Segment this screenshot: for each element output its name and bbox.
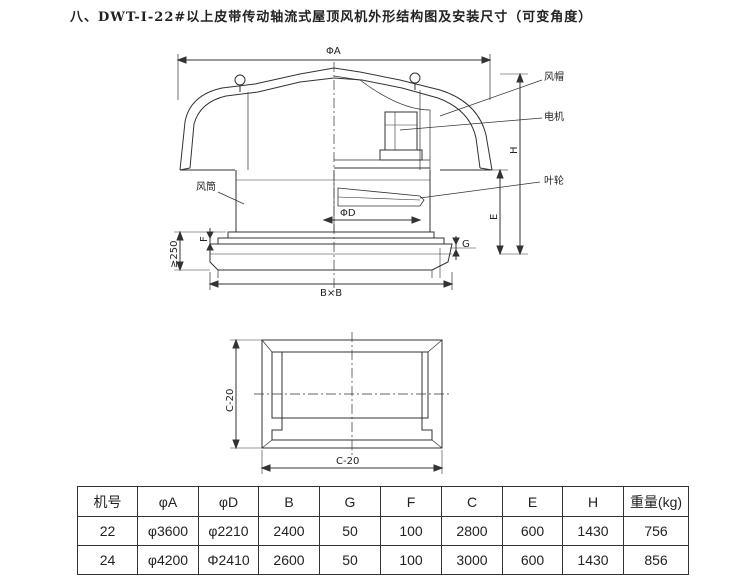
table-row: 24 φ4200 Φ2410 2600 50 100 3000 600 1430… [77, 545, 689, 575]
dim-h: H [509, 146, 520, 154]
dim-b-x-b: B×B [320, 288, 342, 299]
table-cell: 100 [380, 545, 442, 575]
table-cell: 22 [77, 516, 138, 546]
dim-f: F [199, 236, 210, 242]
col-header: C [441, 486, 503, 517]
plan-dim-c-20-bottom: C-20 [336, 456, 359, 467]
dim-phi-d: ΦD [340, 208, 356, 219]
callout-motor: 电机 [544, 110, 564, 123]
col-header: F [380, 486, 442, 517]
table-header-row: 机号 φA φD B G F C E H 重量(kg) [77, 486, 689, 517]
table-cell: 24 [77, 545, 138, 575]
table-cell: 1430 [562, 545, 624, 575]
figure-title: 八、DWT-Ⅰ-22#以上皮带传动轴流式屋顶风机外形结构图及安装尺寸（可变角度） [70, 10, 593, 25]
col-header: E [502, 486, 563, 517]
table-cell: 50 [319, 516, 381, 546]
col-header: G [319, 486, 381, 517]
dim-phi-a: ΦA [326, 46, 341, 57]
spec-table: 机号 φA φD B G F C E H 重量(kg) 22 φ3600 φ22… [77, 486, 689, 575]
callout-duct: 风筒 [196, 180, 216, 193]
col-header: 重量(kg) [623, 486, 689, 517]
table-cell: 100 [380, 516, 442, 546]
table-cell: 1430 [562, 516, 624, 546]
table-cell: 50 [319, 545, 381, 575]
col-header: B [258, 486, 320, 517]
dim-g: G [462, 239, 470, 250]
col-header: φA [137, 486, 199, 517]
col-header: 机号 [77, 486, 138, 517]
dim-e: E [489, 214, 500, 220]
table-cell: 756 [623, 516, 689, 546]
table-cell: 856 [623, 545, 689, 575]
table-cell: φ4200 [137, 545, 199, 575]
plan-view [230, 332, 450, 474]
table-cell: 2600 [258, 545, 320, 575]
callout-impeller: 叶轮 [544, 174, 564, 187]
table-cell: φ3600 [137, 516, 199, 546]
table-cell: 3000 [441, 545, 503, 575]
technical-drawing: ΦA ΦD B×B H E F G ≥250 风帽 电机 叶轮 风筒 C-20 … [169, 46, 564, 474]
table-cell: 2400 [258, 516, 320, 546]
callout-hood: 风帽 [544, 70, 564, 83]
col-header: φD [198, 486, 259, 517]
table-cell: φ2210 [198, 516, 259, 546]
table-row: 22 φ3600 φ2210 2400 50 100 2800 600 1430… [77, 516, 689, 546]
table-cell: Φ2410 [198, 545, 259, 575]
col-header: H [562, 486, 624, 517]
elevation-view [174, 54, 543, 292]
plan-dim-c-20-side: C-20 [225, 389, 236, 412]
dim-ge-250: ≥250 [169, 241, 180, 268]
table-cell: 600 [502, 516, 563, 546]
table-cell: 2800 [441, 516, 503, 546]
table-cell: 600 [502, 545, 563, 575]
